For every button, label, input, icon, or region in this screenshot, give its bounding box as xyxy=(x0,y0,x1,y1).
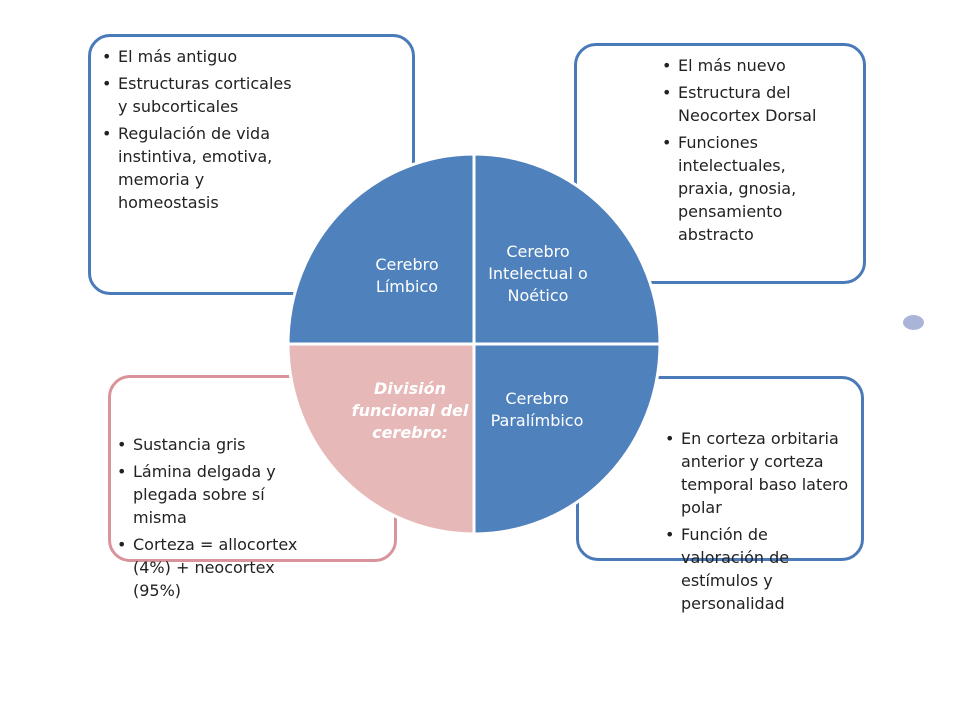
list-item: Estructuras corticales y subcorticales xyxy=(102,72,297,118)
list-item: Función de valoración de estímulos y per… xyxy=(665,523,855,615)
decorative-dot xyxy=(903,315,924,330)
brain-division-circle xyxy=(288,154,660,534)
quadrant-division xyxy=(288,342,476,534)
list-paralimbico: En corteza orbitaria anterior y corteza … xyxy=(665,427,855,619)
list-item: En corteza orbitaria anterior y corteza … xyxy=(665,427,855,519)
list-item: Estructura del Neocortex Dorsal xyxy=(662,81,842,127)
quadrant-intelectual xyxy=(472,154,660,346)
list-intelectual: El más nuevo Estructura del Neocortex Do… xyxy=(662,54,842,250)
list-item: Corteza = allocortex (4%) + neocortex (9… xyxy=(117,533,312,602)
list-item: Lámina delgada y plegada sobre sí misma xyxy=(117,460,312,529)
quadrant-paralimbico xyxy=(472,342,660,534)
list-item: Funciones intelectuales, praxia, gnosia,… xyxy=(662,131,842,246)
label-cerebro-paralimbico: Cerebro Paralímbico xyxy=(490,389,584,430)
list-division: Sustancia gris Lámina delgada y plegada … xyxy=(117,433,312,606)
label-division-funcional: División funcional del cerebro: xyxy=(351,379,469,442)
label-cerebro-limbico: Cerebro Límbico xyxy=(375,255,439,296)
label-cerebro-intelectual: Cerebro Intelectual o Noético xyxy=(488,242,588,305)
list-item: El más antiguo xyxy=(102,45,297,68)
list-item: El más nuevo xyxy=(662,54,842,77)
list-item: Regulación de vida instintiva, emotiva, … xyxy=(102,122,297,214)
list-item: Sustancia gris xyxy=(117,433,312,456)
list-limbico: El más antiguo Estructuras corticales y … xyxy=(102,45,297,218)
quadrant-limbico xyxy=(288,154,476,346)
